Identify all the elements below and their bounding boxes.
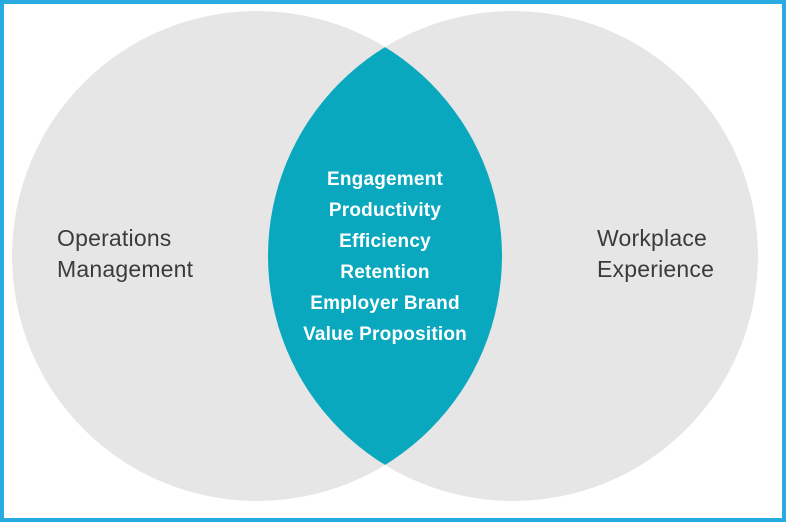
right-circle-label-line2: Experience [597,256,715,282]
left-circle-label-line2: Management [57,256,194,282]
right-circle-label-line1: Workplace [597,225,708,251]
intersection-item: Efficiency [339,231,431,252]
right-circle-label: Workplace Experience [597,223,714,285]
intersection-lens [268,11,502,501]
intersection-item: Retention [340,262,430,283]
intersection-item: Value Proposition [303,324,467,345]
intersection-item: Engagement [326,169,444,190]
left-circle-label: Operations Management [57,223,193,285]
intersection-item: Productivity [328,200,442,221]
intersection-item: Employer Brand [310,293,460,314]
left-circle-label-line1: Operations [57,225,172,251]
intersection-items: Engagement Productivity Efficiency Reten… [235,164,535,350]
